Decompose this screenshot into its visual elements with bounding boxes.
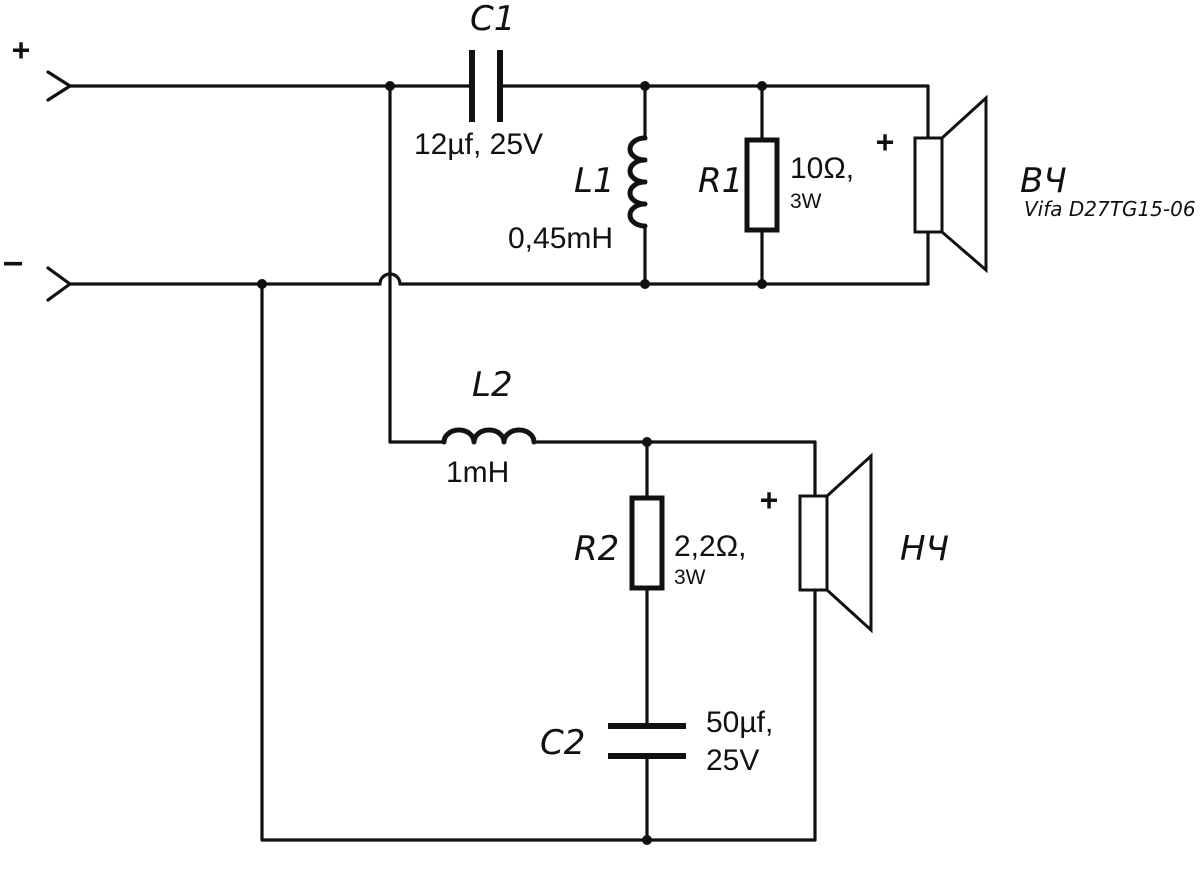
- woofer-polarity-label: +: [760, 483, 778, 518]
- junction-dot: [257, 279, 267, 289]
- r1-value-label: 10Ω,: [790, 152, 854, 185]
- woofer-feed-wires: [388, 84, 817, 498]
- junction-dot: [757, 81, 767, 91]
- minus-terminal-arrow: [46, 266, 72, 302]
- tweeter-model-label: Vifa D27TG15-06: [1024, 197, 1196, 221]
- l1-value-label: 0,45mH: [508, 222, 613, 255]
- tweeter-cone: [940, 94, 988, 274]
- l1-coil: [627, 135, 648, 229]
- r2-ref-label: R2: [574, 529, 619, 569]
- junction-dot: [640, 279, 650, 289]
- minus-terminal-label: –: [4, 245, 23, 280]
- negative-rail: [68, 230, 930, 286]
- c1-value-label: 12µf, 25V: [414, 128, 543, 161]
- woofer-cone: [825, 452, 873, 634]
- tweeter-speaker: + ВЧ Vifa D27TG15-06: [876, 94, 1196, 274]
- r1-rating-label: 3W: [790, 190, 822, 213]
- c2-value-line1: 50µf,: [706, 706, 773, 739]
- junction-dot: [640, 81, 650, 91]
- woofer-speaker: + НЧ: [760, 452, 949, 842]
- l2-ref-label: L2: [472, 365, 513, 405]
- tweeter-magnet: [913, 136, 944, 234]
- junction-dot: [642, 437, 652, 447]
- capacitor-c2: C2 50µf, 25V: [540, 706, 773, 842]
- return-wires: [260, 282, 817, 842]
- resistor-r1: R1 10Ω, 3W: [698, 84, 854, 286]
- junction-dots: [257, 81, 767, 845]
- positive-rail: [68, 84, 930, 140]
- junction-dot: [757, 279, 767, 289]
- r2-value-label: 2,2Ω,: [674, 530, 746, 563]
- resistor-r2: R2 2,2Ω, 3W: [574, 440, 746, 728]
- l2-coil: [441, 427, 537, 445]
- inductor-l1: L1 0,45mH: [508, 84, 648, 286]
- c2-ref-label: C2: [540, 723, 585, 763]
- tweeter-polarity-label: +: [876, 125, 894, 160]
- input-terminals: + –: [4, 33, 72, 302]
- junction-dot: [642, 835, 652, 845]
- l1-ref-label: L1: [574, 161, 615, 201]
- plus-terminal-arrow: [46, 70, 72, 102]
- r2-rating-label: 3W: [674, 566, 706, 589]
- r1-ref-label: R1: [698, 161, 743, 201]
- woofer-ref-label: НЧ: [900, 529, 949, 569]
- c1-ref-label: C1: [470, 0, 515, 39]
- tweeter-ref-label: ВЧ: [1020, 161, 1067, 201]
- plus-terminal-label: +: [12, 33, 30, 68]
- r1-body: [744, 137, 780, 233]
- inductor-l2: L2 1mH: [441, 365, 537, 489]
- c2-value-line2: 25V: [706, 744, 759, 777]
- woofer-magnet: [798, 494, 829, 592]
- junction-dot: [385, 81, 395, 91]
- r2-body: [629, 495, 665, 591]
- capacitor-c1: C1 12µf, 25V: [414, 0, 543, 161]
- l2-value-label: 1mH: [446, 456, 509, 489]
